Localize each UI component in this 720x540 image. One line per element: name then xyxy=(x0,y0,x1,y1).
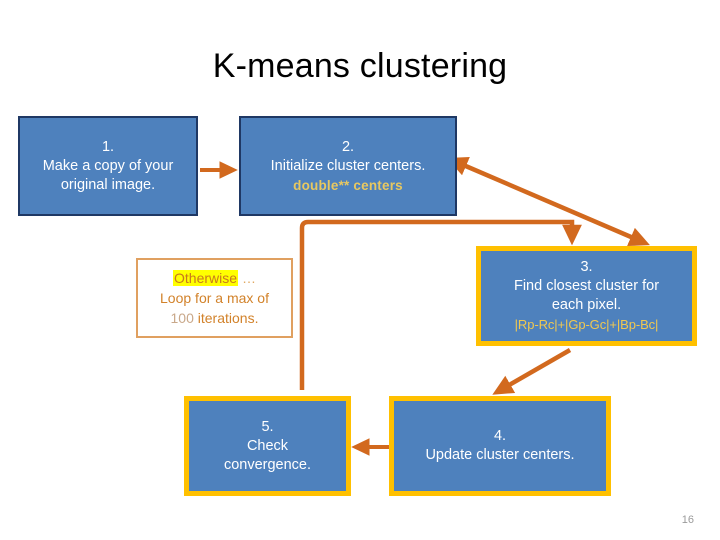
page-number: 16 xyxy=(681,514,694,526)
step-2-code: double** centers xyxy=(293,177,403,193)
step-1-box[interactable]: 1. Make a copy of your original image. xyxy=(18,116,198,216)
step-3-line-2: each pixel. xyxy=(551,297,622,313)
otherwise-note-box[interactable]: Otherwise … Loop for a max of 100 iterat… xyxy=(136,258,293,338)
otherwise-note-line-2: Loop for a max of xyxy=(160,290,269,306)
step-2-box[interactable]: 2. Initialize cluster centers. double** … xyxy=(239,116,457,216)
otherwise-iteration-count: 100 xyxy=(170,310,194,326)
otherwise-highlight: Otherwise xyxy=(173,270,239,286)
step-5-line-1: Check xyxy=(246,437,289,454)
arrow-step2-to-step3 xyxy=(446,157,650,247)
page-title: K-means clustering xyxy=(212,47,508,85)
step-4-box[interactable]: 4. Update cluster centers. xyxy=(389,396,611,496)
step-4-number: 4. xyxy=(493,428,507,444)
step-1-number: 1. xyxy=(101,138,115,155)
step-5-box[interactable]: 5. Check convergence. xyxy=(184,396,351,496)
step-5-line-2: convergence. xyxy=(223,456,312,473)
step-2-number: 2. xyxy=(341,138,355,155)
step-4-line-1: Update cluster centers. xyxy=(425,447,575,463)
step-5-number: 5. xyxy=(261,418,274,435)
step-3-line-1: Find closest cluster for xyxy=(513,278,660,294)
step-1-line-2: original image. xyxy=(60,176,156,193)
step-1-line-1: Make a copy of your xyxy=(42,157,174,174)
otherwise-note-line-1: Otherwise … xyxy=(173,268,256,288)
step-3-box[interactable]: 3. Find closest cluster for each pixel. … xyxy=(476,246,697,346)
otherwise-iteration-label: iterations. xyxy=(193,310,259,326)
otherwise-ellipsis: … xyxy=(238,270,256,286)
otherwise-note-line-3: 100 iterations. xyxy=(171,308,259,328)
arrow-step3-to-step4 xyxy=(492,348,572,395)
step-3-number: 3. xyxy=(580,259,593,275)
step-2-line-1: Initialize cluster centers. xyxy=(270,157,426,174)
step-3-formula: |Rp-Rc|+|Gp-Gc|+|Bp-Bc| xyxy=(514,317,659,332)
